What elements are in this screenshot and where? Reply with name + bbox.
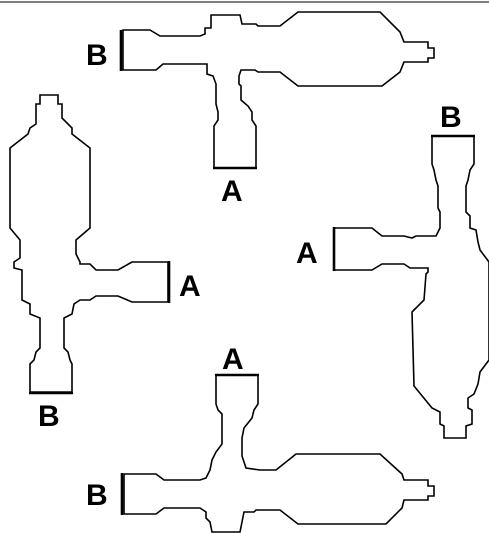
valve-top-outline [122,11,435,169]
valve-left-label-b: B [38,400,60,433]
valve-right: B A [296,101,489,439]
valve-bottom: A B [86,343,435,533]
valve-right-outline [333,135,489,439]
valve-top-label-a: A [221,175,243,208]
valve-right-label-b: B [440,101,462,134]
valve-bottom-label-a: A [222,343,244,376]
valve-left-outline [9,94,169,393]
valve-bottom-outline [123,374,435,533]
valve-left-label-a: A [179,270,201,303]
valve-top: B A [86,11,435,208]
valve-left: A B [9,94,201,433]
valve-bottom-label-b: B [86,479,108,512]
valve-top-label-b: B [86,39,108,72]
valve-right-label-a: A [296,237,318,270]
